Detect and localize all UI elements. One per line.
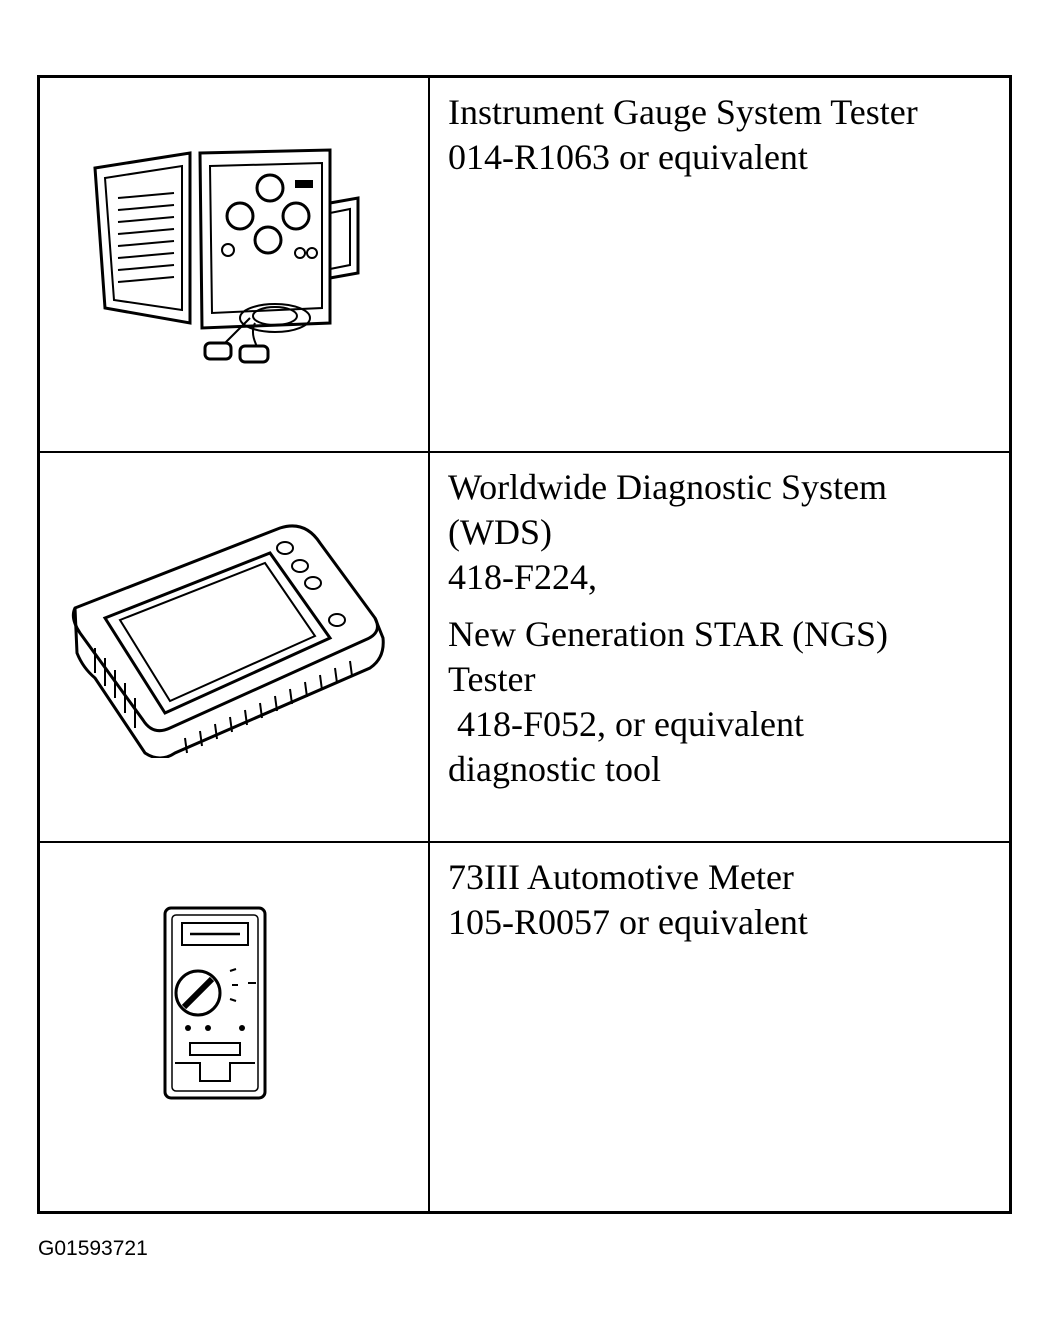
tool-name: Worldwide Diagnostic System	[448, 467, 888, 507]
image-cell	[40, 78, 430, 451]
tool-part-number: 014-R1063 or equivalent	[448, 137, 808, 177]
table-row: Instrument Gauge System Tester 014-R1063…	[40, 78, 1009, 453]
table-row: 73III Automotive Meter 105-R0057 or equi…	[40, 843, 1009, 1211]
diagnostic-system-icon	[71, 524, 385, 758]
tool-name: New Generation STAR (NGS)	[448, 614, 889, 654]
tool-name: Instrument Gauge System Tester	[448, 92, 918, 132]
tool-description: diagnostic tool	[448, 749, 661, 789]
tool-name: 73III Automotive Meter	[448, 857, 794, 897]
description-cell: 73III Automotive Meter 105-R0057 or equi…	[432, 843, 1009, 1211]
tool-name: Tester	[448, 659, 536, 699]
gauge-tester-icon	[93, 148, 360, 364]
image-cell	[40, 843, 430, 1211]
table-row: Worldwide Diagnostic System (WDS) 418-F2…	[40, 453, 1009, 843]
image-cell	[40, 453, 430, 841]
multimeter-icon	[163, 906, 267, 1100]
tool-part-number: 418-F224,	[448, 557, 598, 597]
tool-abbreviation: (WDS)	[448, 512, 552, 552]
tool-part-number: 418-F052, or equivalent	[448, 704, 804, 744]
figure-id: G01593721	[38, 1237, 148, 1260]
description-cell: Instrument Gauge System Tester 014-R1063…	[432, 78, 1009, 451]
tool-table: Instrument Gauge System Tester 014-R1063…	[37, 75, 1012, 1214]
description-cell: Worldwide Diagnostic System (WDS) 418-F2…	[432, 453, 1009, 841]
tool-part-number: 105-R0057 or equivalent	[448, 902, 808, 942]
